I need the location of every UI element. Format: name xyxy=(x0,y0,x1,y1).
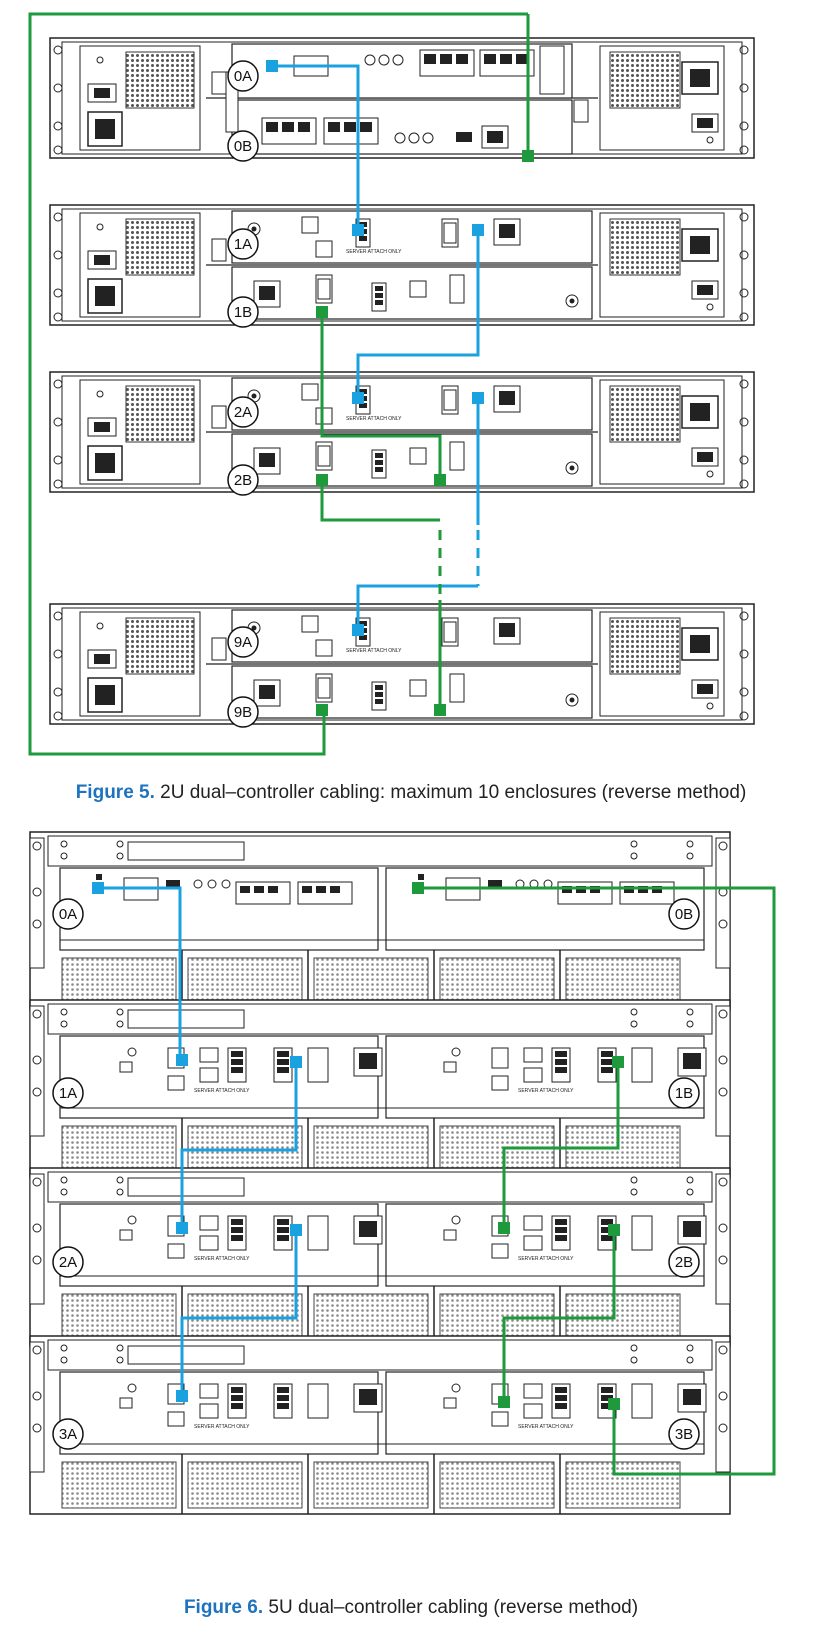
svg-text:2A: 2A xyxy=(59,1254,77,1271)
figure6-number: Figure 6. xyxy=(183,1597,264,1618)
label-2B-5u: 2B xyxy=(668,1246,700,1278)
enclosure-9-2u xyxy=(49,603,755,725)
label-0A: 0A xyxy=(227,60,259,92)
figure5-number: Figure 5. xyxy=(75,782,155,803)
svg-text:1B: 1B xyxy=(675,1085,693,1102)
enclosure-3-5u xyxy=(29,1335,731,1515)
label-1B-5u: 1B xyxy=(668,1077,700,1109)
figure5-diagram: 0A 0B 1A 1B 2A 2B 9A 9B xyxy=(28,12,755,756)
figure6-diagram: 0A 0B 1A 1B 2A 2B 3A 3B xyxy=(29,831,776,1515)
svg-text:9A: 9A xyxy=(234,634,252,651)
label-0A-5u: 0A xyxy=(52,898,84,930)
label-3B-5u: 3B xyxy=(668,1418,700,1450)
label-2A-5u: 2A xyxy=(52,1246,84,1278)
svg-text:1A: 1A xyxy=(234,236,252,253)
label-9A: 9A xyxy=(227,626,259,658)
figure6-caption: Figure 6. 5U dual–controller cabling (re… xyxy=(0,1597,822,1619)
fig5-port-markers xyxy=(266,60,534,716)
label-0B: 0B xyxy=(227,130,259,162)
svg-text:2B: 2B xyxy=(234,472,252,489)
svg-text:1A: 1A xyxy=(59,1085,77,1102)
svg-text:0A: 0A xyxy=(234,68,252,85)
enclosure-1-2u xyxy=(49,204,755,326)
fig5-green-cables xyxy=(28,12,530,756)
label-2A: 2A xyxy=(227,396,259,428)
fig6-blue-cables xyxy=(98,886,298,1394)
label-1B: 1B xyxy=(227,296,259,328)
fig6-green-cables xyxy=(418,886,776,1476)
label-3A-5u: 3A xyxy=(52,1418,84,1450)
svg-text:0B: 0B xyxy=(675,906,693,923)
svg-text:3A: 3A xyxy=(59,1426,77,1443)
fig6-labels: 0A 0B 1A 1B 2A 2B 3A 3B xyxy=(52,898,700,1450)
enclosure-2-5u xyxy=(29,1167,731,1347)
label-0B-5u: 0B xyxy=(668,898,700,930)
port-0A-blue xyxy=(266,60,278,72)
svg-text:9B: 9B xyxy=(234,704,252,721)
fig5-labels: 0A 0B 1A 1B 2A 2B 9A 9B xyxy=(227,60,259,728)
enclosure-1-5u xyxy=(29,999,731,1179)
enclosure-0-5u xyxy=(29,831,731,1011)
label-2B: 2B xyxy=(227,464,259,496)
svg-text:2A: 2A xyxy=(234,404,252,421)
fig5-blue-cables xyxy=(272,64,480,630)
enclosure-2-2u xyxy=(49,371,755,493)
figure5-caption: Figure 5. 2U dual–controller cabling: ma… xyxy=(0,782,822,804)
enclosure-0-2u xyxy=(49,37,755,159)
svg-text:0A: 0A xyxy=(59,906,77,923)
svg-text:0B: 0B xyxy=(234,138,252,155)
svg-text:2B: 2B xyxy=(675,1254,693,1271)
figure5-caption-text: 2U dual–controller cabling: maximum 10 e… xyxy=(160,782,747,803)
label-1A: 1A xyxy=(227,228,259,260)
svg-text:3B: 3B xyxy=(675,1426,693,1443)
label-9B: 9B xyxy=(227,696,259,728)
label-1A-5u: 1A xyxy=(52,1077,84,1109)
port-0B-green xyxy=(522,150,534,162)
svg-text:1B: 1B xyxy=(234,304,252,321)
fig6-port-markers xyxy=(92,882,624,1410)
figure6-caption-text: 5U dual–controller cabling (reverse meth… xyxy=(268,1597,639,1618)
